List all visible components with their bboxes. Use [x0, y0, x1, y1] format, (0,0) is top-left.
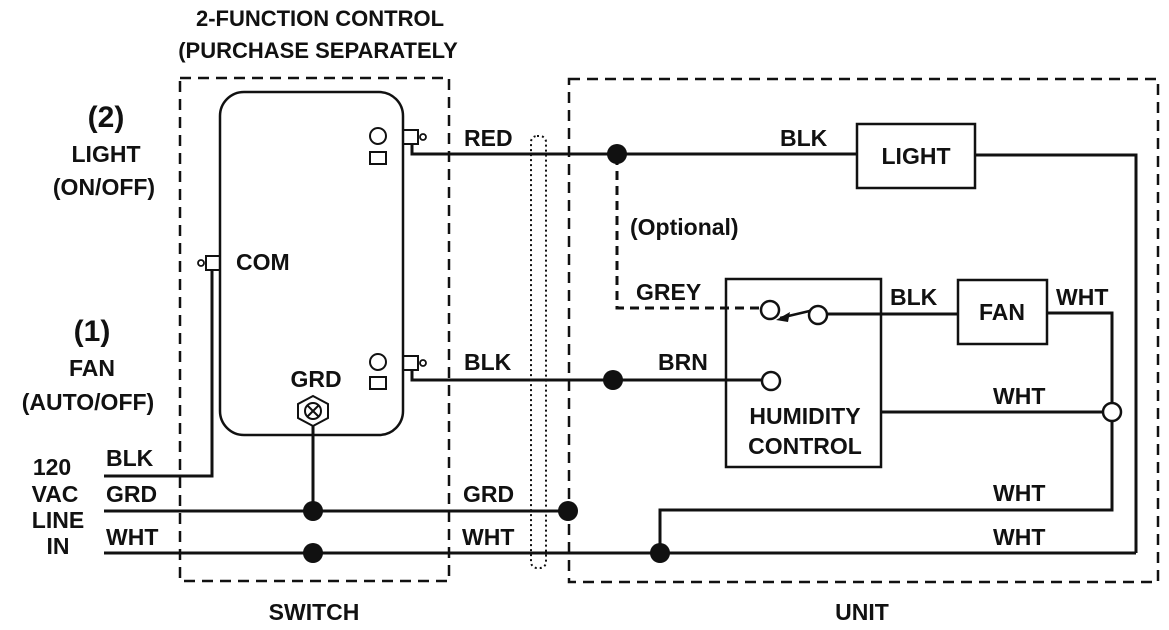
light-label: LIGHT [72, 141, 141, 167]
optional-grey-wire [615, 156, 762, 310]
light-box-label: LIGHT [882, 143, 951, 169]
humidity-contact-fan [807, 304, 829, 326]
wire-label-wht-mid: WHT [462, 524, 514, 550]
unit-enclosure [567, 77, 1160, 584]
light-number: (2) [88, 101, 125, 134]
humidity-contact-common [759, 299, 781, 321]
light-box [855, 122, 977, 190]
wire-label-wht-line: WHT [106, 524, 158, 550]
light-mode: (ON/OFF) [53, 174, 155, 200]
line-in-120: 120 [33, 454, 71, 480]
wall-strip [530, 135, 547, 569]
line-in-vac: VAC [32, 481, 79, 507]
wires [104, 144, 1138, 555]
wire-label-wht-grd-row: WHT [993, 480, 1045, 506]
light-switch-terminal [369, 127, 427, 165]
line-in-line: LINE [32, 507, 84, 533]
wire-label-red: RED [464, 125, 513, 151]
humidity-control-box [724, 277, 883, 469]
optional-note: (Optional) [630, 214, 739, 240]
wire-label-wht-fan: WHT [1056, 284, 1108, 310]
wire-label-grd-mid: GRD [463, 481, 514, 507]
com-terminal [197, 255, 220, 271]
fan-label: FAN [69, 355, 115, 381]
wire-label-blk-line: BLK [106, 445, 154, 471]
wire-label-blk-fan: BLK [890, 284, 938, 310]
com-label: COM [236, 249, 290, 275]
wire-label-grd-line: GRD [106, 481, 157, 507]
title-line-2: (PURCHASE SEPARATELY [178, 38, 458, 63]
unit-caption: UNIT [835, 599, 889, 625]
junction-nodes [303, 144, 670, 563]
fan-box-label: FAN [979, 299, 1025, 325]
humidity-contact-brn [760, 370, 782, 392]
fan-box [956, 278, 1049, 346]
ground-screw-icon [297, 394, 329, 428]
humidity-label-1: HUMIDITY [749, 403, 860, 429]
wire-label-blk-light: BLK [780, 125, 828, 151]
fan-mode: (AUTO/OFF) [22, 389, 154, 415]
title-line-1: 2-FUNCTION CONTROL [196, 6, 444, 31]
fan-number: (1) [74, 315, 111, 348]
grd-screw-label: GRD [290, 366, 341, 392]
wire-label-blk-switch: BLK [464, 349, 512, 375]
switch-caption: SWITCH [269, 599, 360, 625]
wire-label-wht-humidity: WHT [993, 383, 1045, 409]
humidity-label-2: CONTROL [748, 433, 862, 459]
wire-label-wht-bottom: WHT [993, 524, 1045, 550]
wire-label-grey: GREY [636, 279, 701, 305]
fan-switch-terminal [369, 353, 427, 390]
switch-enclosure [178, 76, 451, 583]
line-in-in: IN [47, 533, 70, 559]
switch-blade-arrow [776, 312, 790, 322]
wht-junction-open [1101, 401, 1123, 423]
wire-label-brn: BRN [658, 349, 708, 375]
